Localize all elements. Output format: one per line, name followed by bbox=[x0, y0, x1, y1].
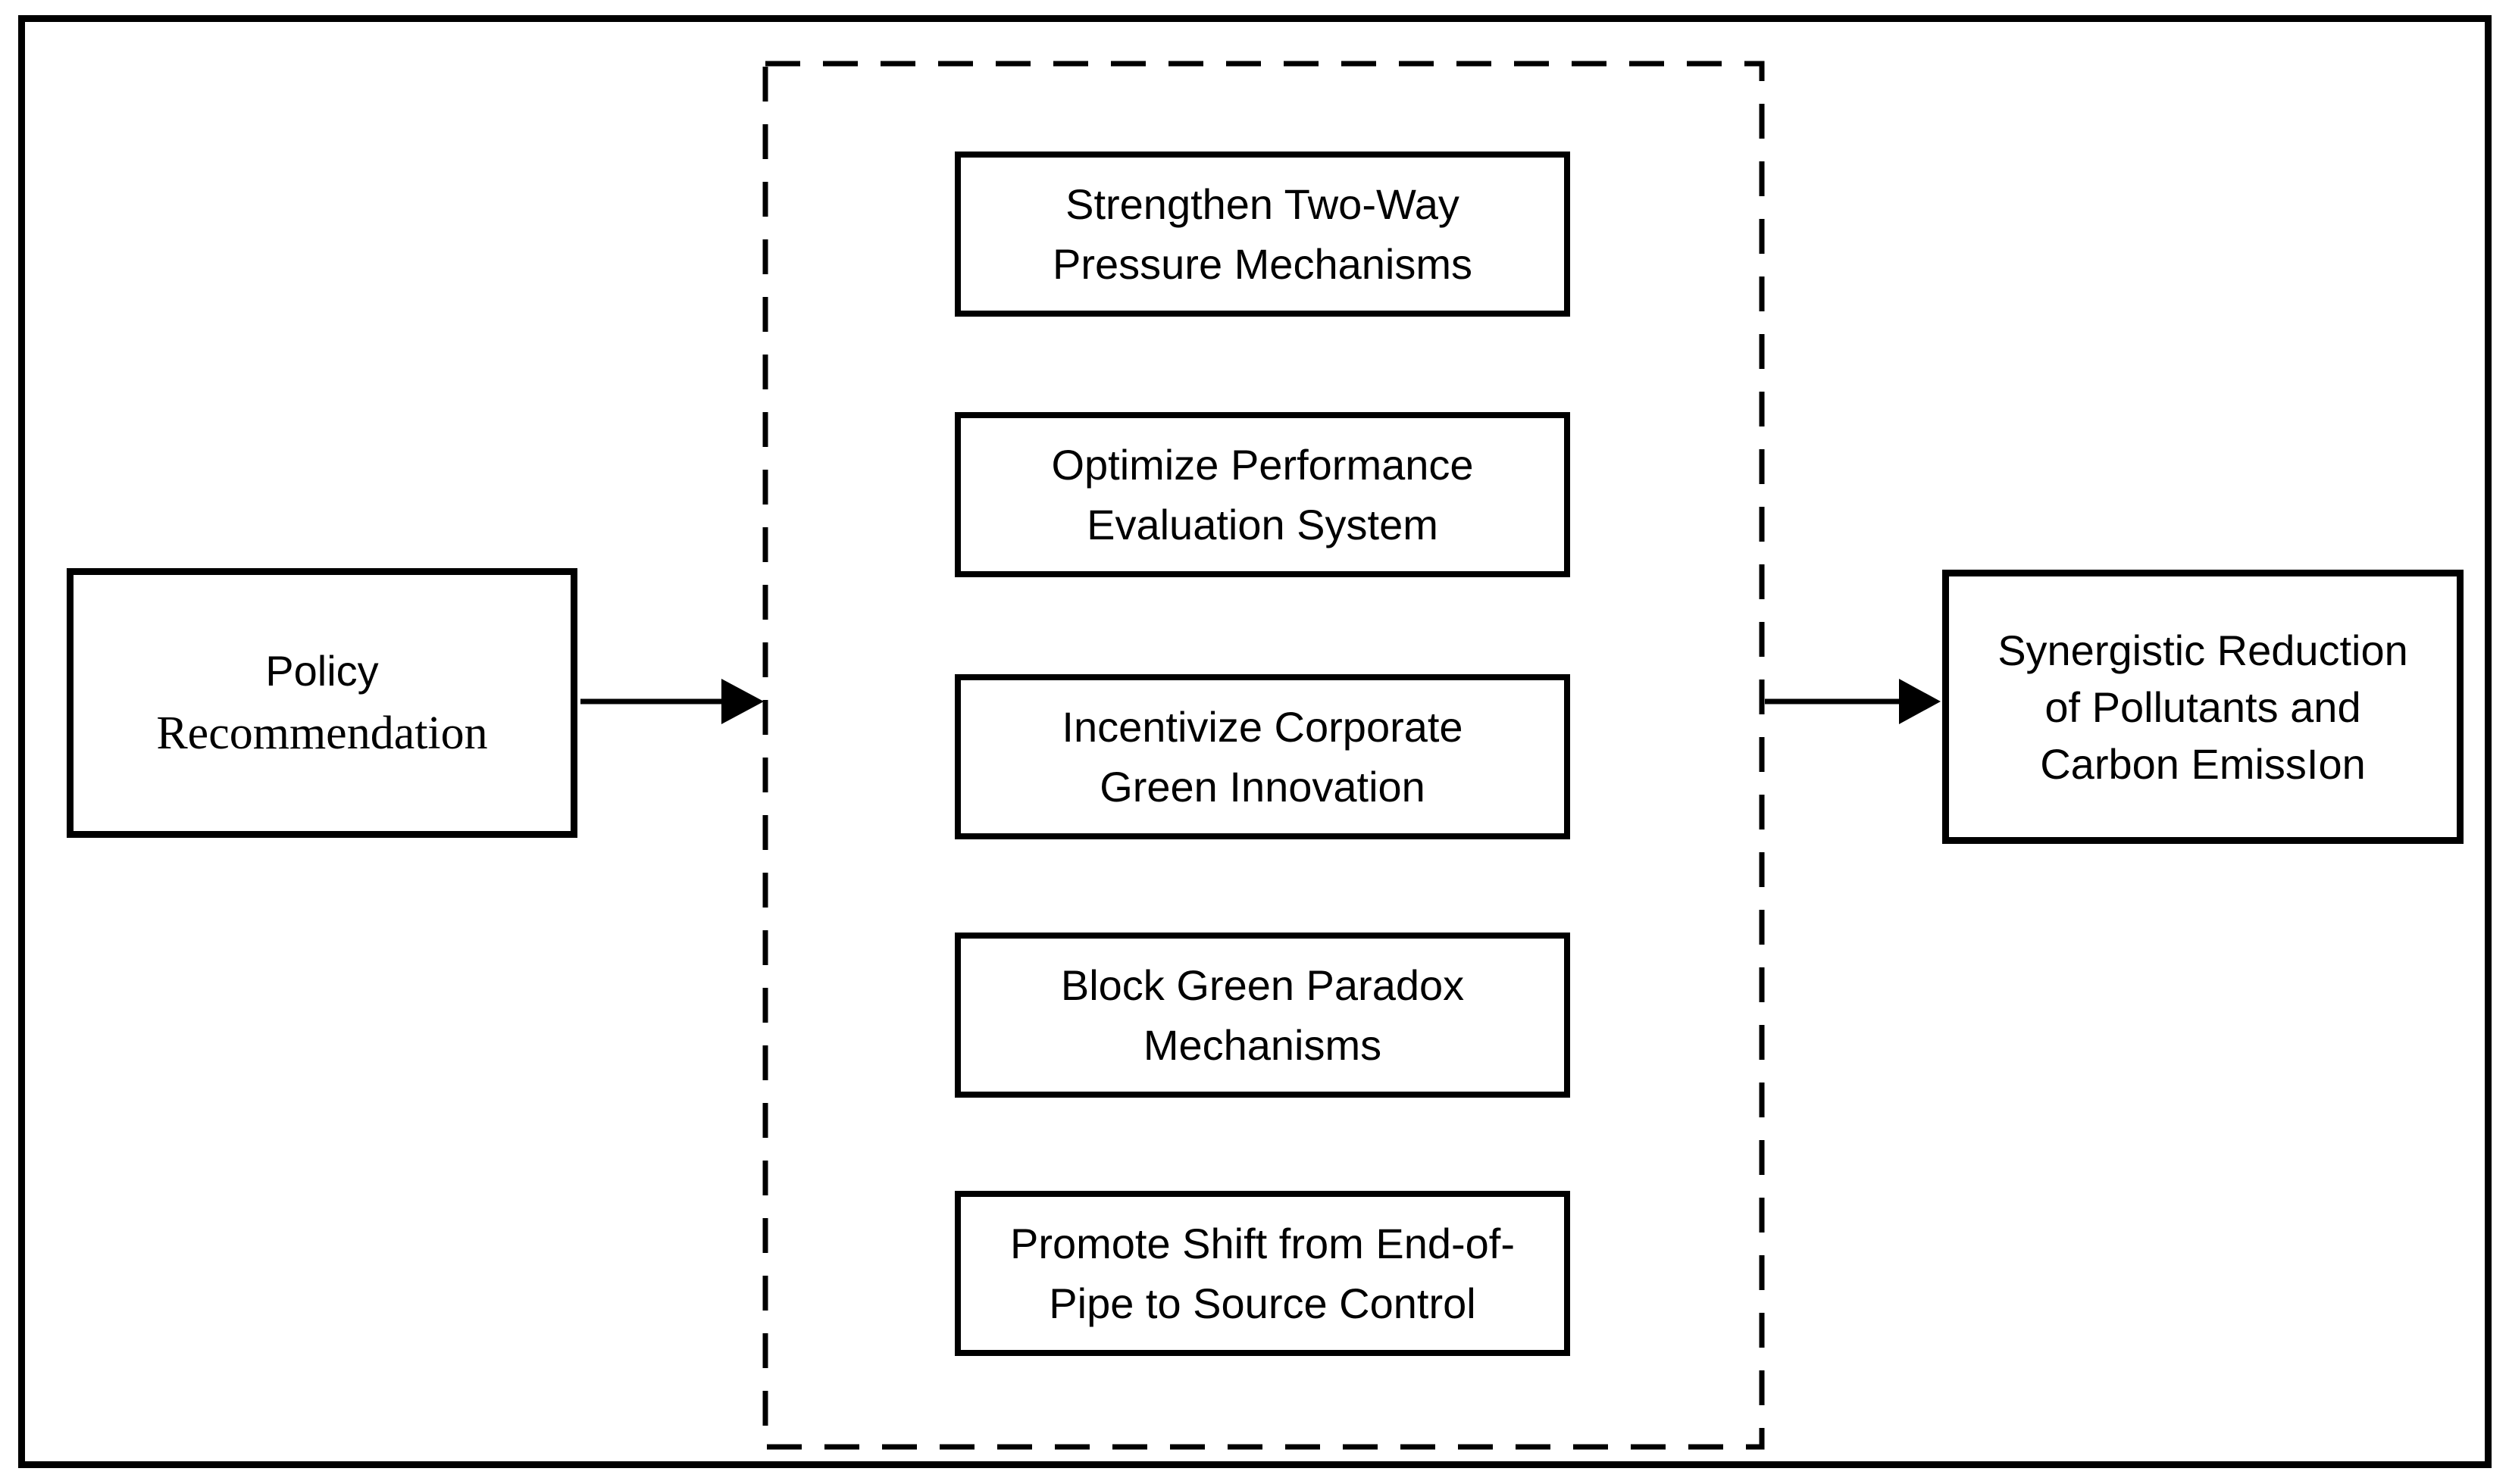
policy-recommendation-box: Policy Recommendation bbox=[67, 568, 577, 838]
measure-label: Incentivize Corporate bbox=[1062, 703, 1463, 751]
measure-box-optimize-performance-evaluation: Optimize Performance Evaluation System bbox=[955, 412, 1570, 577]
measure-label: Pipe to Source Control bbox=[1049, 1279, 1476, 1327]
measure-box-block-green-paradox: Block Green Paradox Mechanisms bbox=[955, 933, 1570, 1098]
synergistic-reduction-outcome-box: Synergistic Reduction of Pollutants and … bbox=[1942, 570, 2464, 844]
measure-label: Promote Shift from End-of- bbox=[1009, 1220, 1515, 1267]
measure-label: Optimize Performance bbox=[1051, 441, 1474, 489]
policy-recommendation-label-line1: Policy bbox=[265, 647, 379, 695]
measure-box-strengthen-two-way-pressure: Strengthen Two-Way Pressure Mechanisms bbox=[955, 152, 1570, 317]
outer-frame bbox=[18, 15, 2492, 1468]
measure-label: Evaluation System bbox=[1087, 501, 1438, 548]
policy-recommendation-label-line2: Recommendation bbox=[156, 708, 488, 759]
outcome-label-line3: Carbon EmissIon bbox=[2040, 739, 2366, 788]
measure-box-incentivize-green-innovation: Incentivize Corporate Green Innovation bbox=[955, 674, 1570, 839]
measure-label: Strengthen Two-Way bbox=[1065, 180, 1459, 228]
measure-box-end-of-pipe-to-source-control: Promote Shift from End-of- Pipe to Sourc… bbox=[955, 1191, 1570, 1356]
measure-label: Pressure Mechanisms bbox=[1053, 240, 1472, 288]
outcome-label-line2: of Pollutants and bbox=[2044, 683, 2361, 731]
outcome-label-line1: Synergistic Reduction bbox=[1998, 626, 2408, 674]
measure-label: Mechanisms bbox=[1143, 1021, 1382, 1069]
measure-label: Green Innovation bbox=[1100, 763, 1425, 811]
measure-label: Block Green Paradox bbox=[1060, 961, 1465, 1009]
